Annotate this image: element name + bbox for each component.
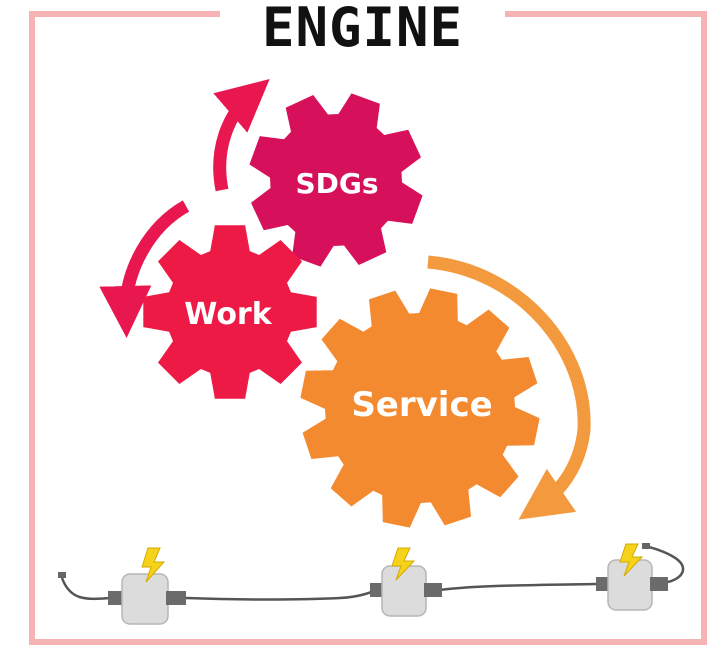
diagram-title: ENGINE: [220, 0, 505, 64]
work-gear-icon: Work: [143, 225, 317, 399]
lightning-bolt-icon: [391, 547, 416, 581]
wire: [185, 588, 377, 601]
work-rotation-arrow-icon: [99, 200, 190, 338]
lightning-bolt-icon: [619, 543, 644, 577]
motor-icon: [108, 573, 186, 625]
wire: [645, 544, 685, 584]
lightning-bolt-icon: [141, 547, 166, 583]
service-rotation-arrow-icon: [427, 255, 591, 520]
motor-icon: [370, 565, 442, 617]
wire: [60, 577, 111, 601]
wire: [439, 582, 597, 592]
sdgs-rotation-arrow-icon: [213, 78, 270, 192]
service-gear-label: Service: [351, 385, 492, 425]
motor-icon: [596, 559, 668, 611]
wire-plug: [58, 572, 66, 578]
sdgs-gear-label: SDGs: [295, 167, 378, 200]
work-gear-label: Work: [184, 297, 272, 332]
service-gear-icon: Service: [300, 288, 540, 528]
wire-plug: [642, 543, 650, 549]
sdgs-gear-icon: SDGs: [249, 93, 423, 267]
